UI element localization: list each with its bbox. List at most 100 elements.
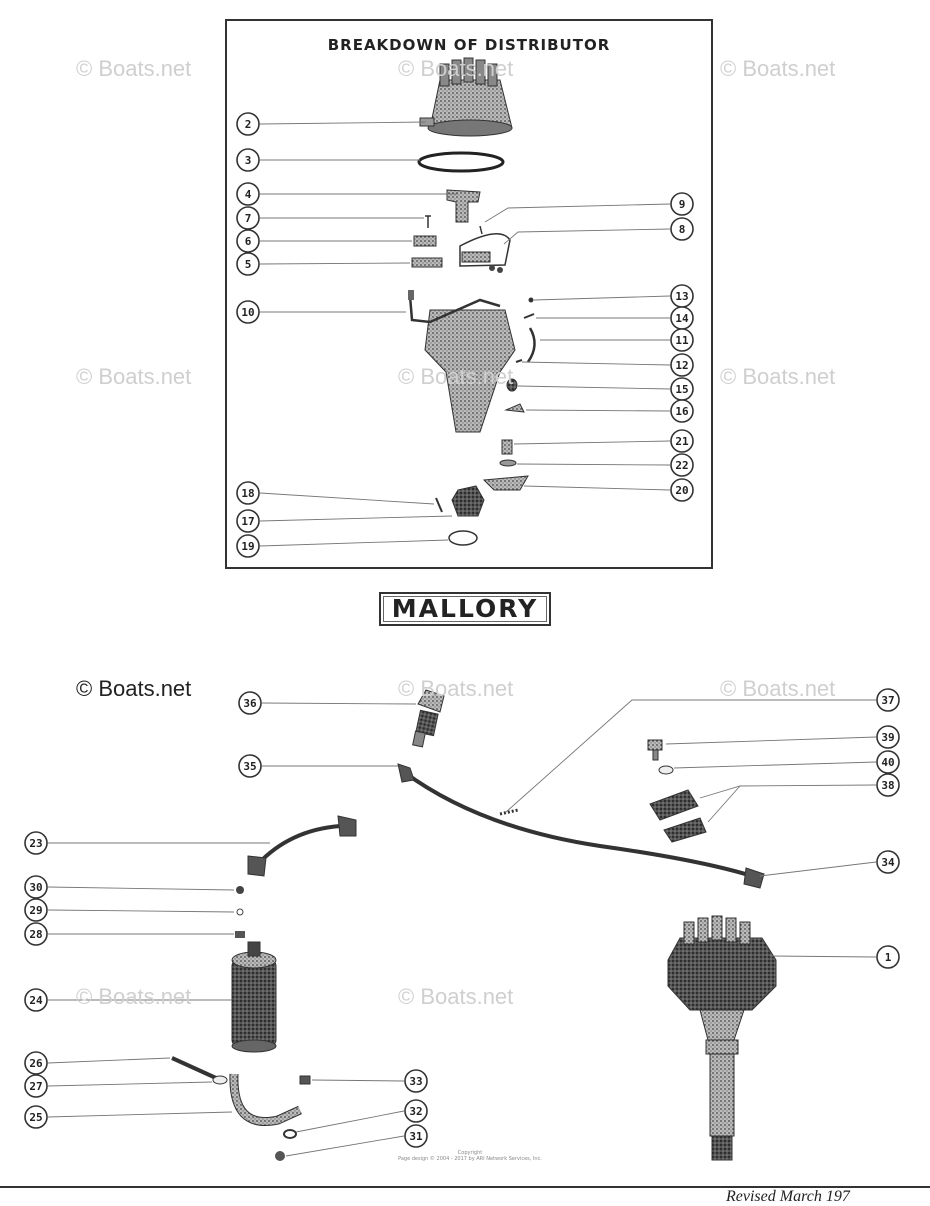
copyright-notice: Copyright Page design © 2004 - 2017 by A…: [360, 1150, 580, 1162]
watermark: © Boats.net: [720, 56, 836, 81]
callout-number: 34: [881, 856, 895, 869]
callout-circle: [24, 922, 48, 946]
callout-circle: [670, 399, 694, 423]
callout-number: 3: [245, 154, 252, 167]
callout-number: 14: [675, 312, 689, 325]
distributor-assembly-1: [667, 915, 777, 1161]
callout-circle: [236, 300, 260, 324]
callout-18: 18: [236, 481, 260, 505]
gear-part: [435, 485, 485, 546]
callout-30: 30: [24, 875, 48, 899]
callout-25: 25: [24, 1105, 48, 1129]
watermark: © Boats.net: [398, 676, 514, 701]
callout-17: 17: [236, 509, 260, 533]
long-wire-35-34: [397, 763, 765, 889]
callout-number: 7: [245, 212, 252, 225]
watermark: © Boats.net: [398, 984, 514, 1009]
callout-27: 27: [24, 1074, 48, 1098]
callout-13: 13: [670, 284, 694, 308]
callout-circle: [24, 831, 48, 855]
callout-number: 25: [29, 1111, 42, 1124]
callout-8: 8: [670, 217, 694, 241]
callout-1: 1: [876, 945, 900, 969]
callout-circle: [670, 192, 694, 216]
callout-circle: [236, 252, 260, 276]
callout-36: 36: [238, 691, 262, 715]
callout-number: 16: [675, 405, 689, 418]
callout-circle: [876, 773, 900, 797]
breaker-plate-part: [459, 225, 511, 273]
callout-number: 13: [675, 290, 688, 303]
callout-circle: [670, 353, 694, 377]
callout-2: 2: [236, 112, 260, 136]
callout-39: 39: [876, 725, 900, 749]
callout-number: 27: [29, 1080, 42, 1093]
callout-number: 8: [679, 223, 686, 236]
callout-circle: [236, 481, 260, 505]
callout-circle: [876, 688, 900, 712]
callout-number: 4: [245, 188, 252, 201]
callout-number: 29: [29, 904, 42, 917]
leader-lines-top: [259, 121, 671, 547]
advance-parts: [482, 297, 536, 491]
callout-29: 29: [24, 898, 48, 922]
callout-number: 24: [29, 994, 43, 1007]
callout-number: 39: [881, 731, 894, 744]
callout-number: 36: [243, 697, 257, 710]
callout-number: 21: [675, 435, 689, 448]
gasket-part: [417, 151, 505, 173]
callout-circle: [24, 1105, 48, 1129]
callout-15: 15: [670, 377, 694, 401]
callout-circle: [404, 1069, 428, 1093]
contact-set-38: [649, 789, 707, 843]
callout-33: 33: [404, 1069, 428, 1093]
callout-32: 32: [404, 1099, 428, 1123]
leader-lines-bottom: [47, 699, 877, 1157]
spring-part-37: [499, 808, 519, 816]
callout-circle: [670, 429, 694, 453]
callout-circle: [670, 453, 694, 477]
callout-11: 11: [670, 328, 694, 352]
callout-number: 5: [245, 258, 252, 271]
small-parts-7-6-5: [411, 215, 443, 268]
callout-circle: [236, 534, 260, 558]
callout-number: 19: [241, 540, 254, 553]
watermark: © Boats.net: [398, 364, 514, 389]
callout-4: 4: [236, 182, 260, 206]
callout-34: 34: [876, 850, 900, 874]
brand-label: MALLORY: [379, 592, 551, 626]
callout-number: 28: [29, 928, 42, 941]
callout-7: 7: [236, 206, 260, 230]
callout-number: 35: [243, 760, 256, 773]
callout-circle: [404, 1124, 428, 1148]
housing-part: [408, 290, 516, 433]
callout-circle: [236, 148, 260, 172]
callout-number: 17: [241, 515, 254, 528]
sensor-part-36: [412, 689, 445, 748]
callout-number: 1: [885, 951, 892, 964]
callout-circle: [24, 988, 48, 1012]
callout-number: 2: [245, 118, 252, 131]
breakdown-title: BREAKDOWN OF DISTRIBUTOR: [327, 36, 611, 54]
callout-number: 10: [241, 306, 254, 319]
coil-part-24: [231, 941, 277, 1053]
callout-14: 14: [670, 306, 694, 330]
callout-21: 21: [670, 429, 694, 453]
rotor-part: [446, 189, 481, 223]
callout-circle: [876, 750, 900, 774]
callout-12: 12: [670, 353, 694, 377]
callout-24: 24: [24, 988, 48, 1012]
callout-40: 40: [876, 750, 900, 774]
callout-26: 26: [24, 1051, 48, 1075]
screw-washer-39-40: [647, 739, 674, 775]
callout-number: 11: [675, 334, 689, 347]
breakdown-frame: [225, 19, 713, 569]
callout-number: 33: [409, 1075, 422, 1088]
callout-circle: [24, 898, 48, 922]
callout-16: 16: [670, 399, 694, 423]
callout-circle: [236, 206, 260, 230]
callout-circle: [876, 725, 900, 749]
callout-number: 31: [409, 1130, 423, 1143]
